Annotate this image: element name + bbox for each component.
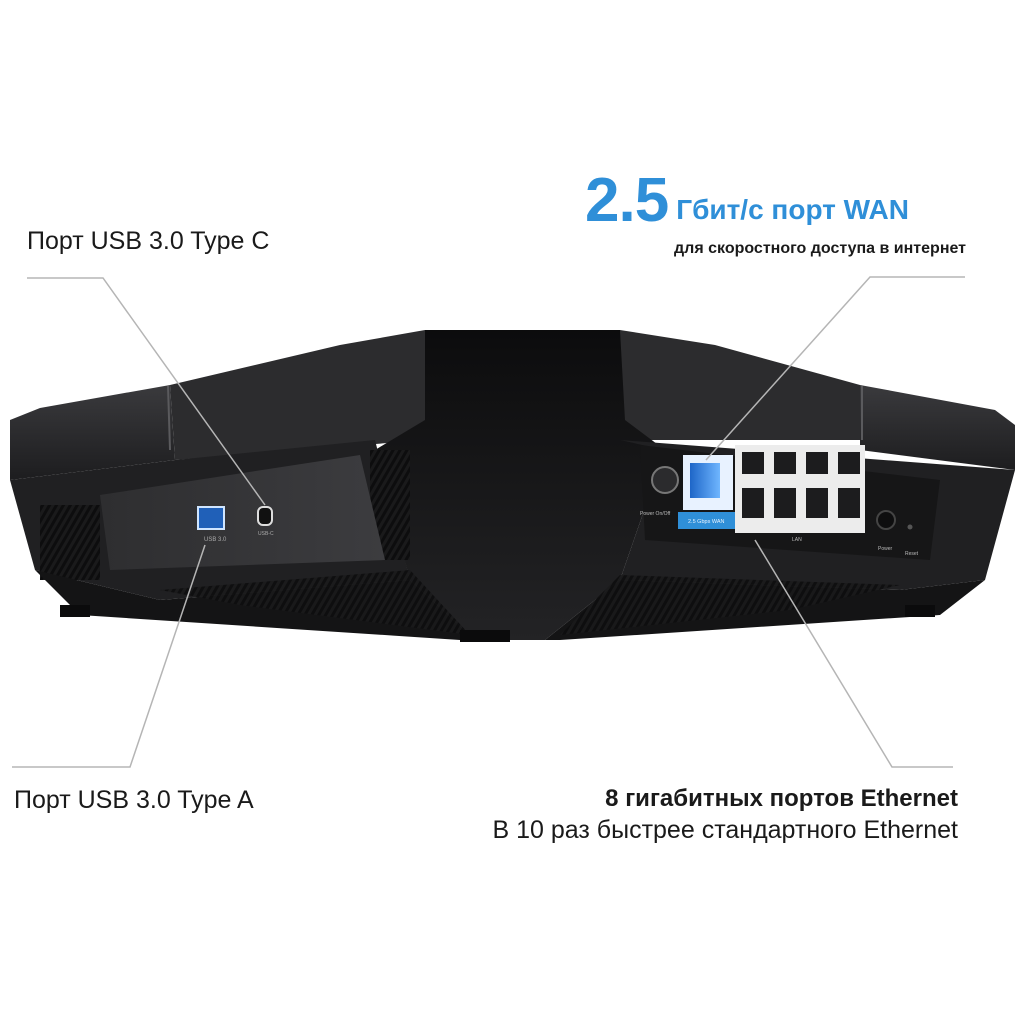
callout-line-usb-a <box>12 544 206 768</box>
ethernet-title: 8 гигабитных портов Ethernet <box>605 785 958 812</box>
callout-lines <box>12 276 965 768</box>
wan-heading: 2.5 Гбит/с порт WAN <box>585 170 909 232</box>
right-body: Power On/Off 2.5 Gbps WAN LAN Power Rese… <box>620 440 1015 590</box>
usb-a-port <box>197 506 225 530</box>
wan-speed-value: 2.5 <box>585 166 669 235</box>
svg-text:Reset: Reset <box>905 551 919 557</box>
ethernet-subtitle: В 10 раз быстрее стандартного Ethernet <box>492 816 958 844</box>
svg-text:LAN: LAN <box>792 537 802 543</box>
top-fin-left <box>10 330 425 480</box>
svg-text:USB-C: USB-C <box>258 531 274 537</box>
power-jack <box>876 510 896 530</box>
left-body: USB 3.0 USB-C <box>10 440 410 600</box>
callout-line-usb-c <box>27 277 266 506</box>
svg-text:Power: Power <box>878 546 893 552</box>
usb-c-port <box>257 506 273 526</box>
center-column <box>375 330 665 640</box>
usb-a-label: Порт USB 3.0 Type A <box>14 786 254 814</box>
svg-text:2.5 Gbps WAN: 2.5 Gbps WAN <box>688 519 725 525</box>
usb-c-label: Порт USB 3.0 Type C <box>27 227 270 255</box>
reset-hole <box>907 524 913 530</box>
wan-title: Гбит/с порт WAN <box>676 194 909 225</box>
wan-subtitle: для скоростного доступа в интернет <box>674 240 966 257</box>
power-button <box>651 466 679 494</box>
router-base <box>35 570 985 642</box>
callout-line-ethernet <box>754 539 953 768</box>
top-fin-right <box>620 330 1015 470</box>
callout-line-wan <box>705 276 965 461</box>
svg-text:USB 3.0: USB 3.0 <box>204 537 227 543</box>
svg-text:Power On/Off: Power On/Off <box>640 511 671 517</box>
